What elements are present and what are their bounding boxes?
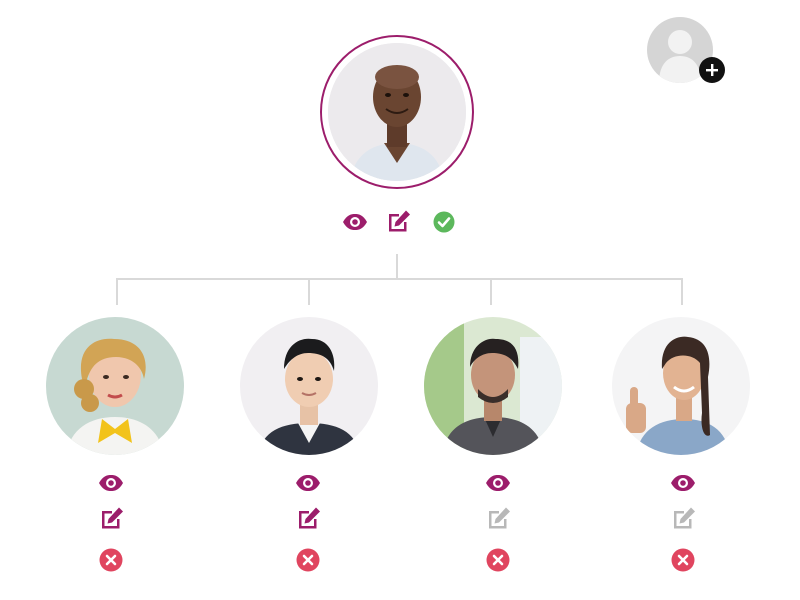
connector-vertical-root: [396, 254, 398, 279]
view-icon: [98, 474, 124, 492]
connector-branch-2: [308, 278, 310, 305]
child-avatar-2[interactable]: [240, 317, 378, 455]
view-icon: [670, 474, 696, 492]
edit-icon: [386, 209, 412, 233]
child-4-remove-button[interactable]: [669, 548, 697, 572]
view-icon: [485, 474, 511, 492]
root-edit-button[interactable]: [385, 209, 413, 233]
approve-check-icon: [433, 211, 455, 233]
child-4-view-button[interactable]: [669, 471, 697, 495]
connector-horizontal: [116, 278, 682, 280]
remove-icon: [296, 548, 320, 572]
view-icon: [295, 474, 321, 492]
child-2-edit-button[interactable]: [295, 506, 323, 530]
edit-icon: [99, 506, 125, 530]
woman-curly-hair-image: [46, 317, 184, 455]
child-avatar-4[interactable]: [612, 317, 750, 455]
root-approve-button[interactable]: [430, 210, 458, 234]
child-1-remove-button[interactable]: [97, 548, 125, 572]
remove-icon: [671, 548, 695, 572]
child-2-remove-button[interactable]: [294, 548, 322, 572]
child-3-remove-button[interactable]: [484, 548, 512, 572]
child-4-edit-button[interactable]: [670, 506, 698, 530]
edit-icon: [671, 506, 697, 530]
plus-icon: [705, 63, 719, 77]
remove-icon: [99, 548, 123, 572]
man-suit-image: [240, 317, 378, 455]
child-avatar-1[interactable]: [46, 317, 184, 455]
remove-icon: [486, 548, 510, 572]
woman-thumbs-up-image: [612, 317, 750, 455]
child-avatar-3[interactable]: [424, 317, 562, 455]
child-3-view-button[interactable]: [484, 471, 512, 495]
view-icon: [342, 213, 368, 231]
child-3-edit-button[interactable]: [485, 506, 513, 530]
edit-icon: [486, 506, 512, 530]
connector-branch-4: [681, 278, 683, 305]
man-jacket-outdoor-image: [424, 317, 562, 455]
edit-icon: [296, 506, 322, 530]
add-user-plus-badge[interactable]: [699, 57, 725, 83]
man-portrait-image: [328, 43, 466, 181]
root-avatar[interactable]: [320, 35, 474, 189]
root-view-button[interactable]: [341, 210, 369, 234]
child-1-edit-button[interactable]: [98, 506, 126, 530]
child-1-view-button[interactable]: [97, 471, 125, 495]
child-2-view-button[interactable]: [294, 471, 322, 495]
connector-branch-1: [116, 278, 118, 305]
connector-branch-3: [490, 278, 492, 305]
